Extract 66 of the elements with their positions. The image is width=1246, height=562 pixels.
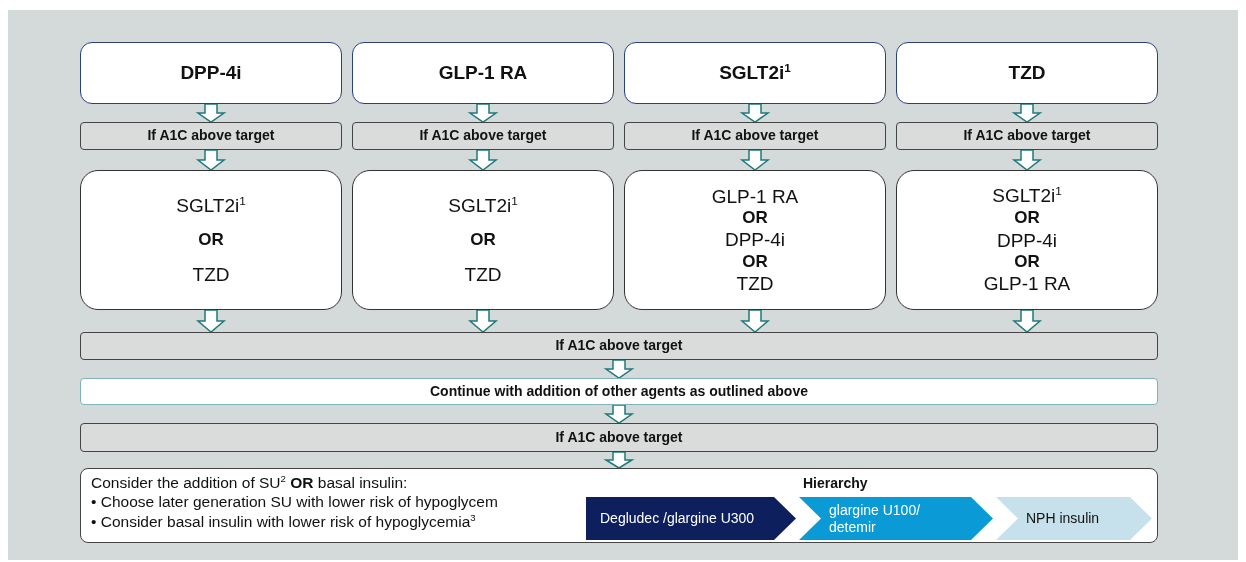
condition-bar — [80, 332, 1158, 360]
drug-label: DPP-4i — [724, 228, 786, 252]
step-label: Degludec /glargine U300 — [600, 510, 755, 527]
drug-label: TZD — [736, 272, 774, 296]
box-label: If A1C above target — [419, 127, 547, 145]
block-arrow — [195, 103, 227, 123]
condition-bar — [352, 122, 614, 150]
drug-label: SGLT2i$^{1}$ — [176, 194, 246, 218]
box-label: If A1C above target — [963, 127, 1091, 145]
drug-class-box — [896, 42, 1158, 104]
condition-bar — [80, 122, 342, 150]
recommendation-text: Consider the addition of SU$^{2}$ OR basal insulin: — [91, 473, 408, 494]
drug-label: TZD — [464, 262, 502, 286]
option-box — [352, 170, 614, 310]
block-arrow — [739, 149, 771, 171]
block-arrow — [739, 309, 771, 333]
box-label: If A1C above target — [691, 127, 819, 145]
block-arrow — [195, 149, 227, 171]
condition-bar — [624, 122, 886, 150]
block-arrow — [467, 149, 499, 171]
or-label: OR — [470, 229, 496, 251]
box-label: If A1C above target — [147, 127, 275, 145]
option-box — [80, 170, 342, 310]
drug-label: SGLT2i$^{1}$ — [992, 184, 1062, 208]
recommendation-box — [80, 468, 1158, 543]
or-label: OR — [1014, 251, 1040, 273]
instruction-bar — [80, 378, 1158, 405]
box-label: If A1C above target — [555, 337, 683, 355]
block-arrow — [1011, 309, 1043, 333]
step-label: NPH insulin — [1026, 510, 1100, 527]
or-label: OR — [1014, 207, 1040, 229]
block-arrow — [467, 103, 499, 123]
block-arrow — [603, 404, 635, 424]
hierarchy-step — [586, 497, 796, 540]
drug-label: DPP-4i — [996, 228, 1058, 252]
step-label: glargine U100/ detemir — [829, 502, 922, 535]
drug-label: TZD — [192, 262, 230, 286]
option-box — [896, 170, 1158, 310]
drug-label: GLP-1 RA — [983, 272, 1071, 296]
or-label: OR — [742, 251, 768, 273]
block-arrow — [195, 309, 227, 333]
block-arrow — [1011, 103, 1043, 123]
box-label: If A1C above target — [555, 428, 683, 447]
block-arrow — [603, 451, 635, 469]
drug-class-box — [624, 42, 886, 104]
box-label: GLP-1 RA — [438, 61, 528, 85]
block-arrow — [603, 359, 635, 379]
box-label: TZD — [1008, 61, 1046, 85]
drug-class-box — [80, 42, 342, 104]
condition-bar — [896, 122, 1158, 150]
block-arrow — [467, 309, 499, 333]
option-box — [624, 170, 886, 310]
or-label: OR — [742, 207, 768, 229]
drug-label: GLP-1 RA — [711, 184, 799, 208]
box-label: Continue with addition of other agents as outlined above — [430, 382, 808, 401]
box-label: SGLT2i$^{1}$ — [719, 61, 791, 85]
condition-bar — [80, 423, 1158, 452]
box-label: DPP-4i — [180, 61, 242, 85]
or-label: OR — [198, 229, 224, 251]
bullet-text: • Choose later generation SU with lower risk of hypoglycem — [91, 493, 498, 512]
drug-class-box — [352, 42, 614, 104]
block-arrow — [1011, 149, 1043, 171]
bullet-text: • Consider basal insulin with lower risk of hypoglycemia$^{3}$ — [91, 511, 476, 533]
drug-label: SGLT2i$^{1}$ — [448, 194, 518, 218]
hierarchy-heading: Hierarchy — [803, 475, 868, 491]
block-arrow — [739, 103, 771, 123]
